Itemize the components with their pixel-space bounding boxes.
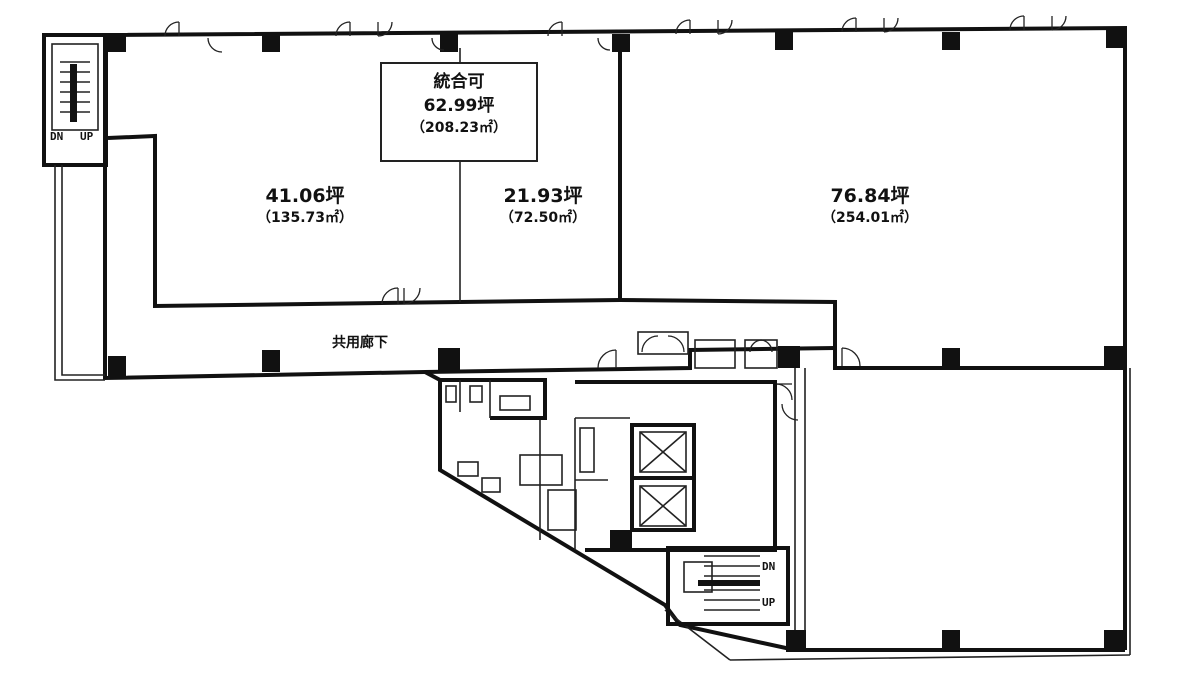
elevators	[630, 423, 696, 532]
unit-2-label: 21.93坪 （72.50㎡）	[468, 184, 618, 228]
unit-1-label: 41.06坪 （135.73㎡）	[225, 184, 385, 228]
corridor-label: 共用廊下	[332, 335, 388, 351]
unit-1-area-m2: （135.73㎡）	[256, 210, 354, 226]
unit-2-area-tsubo: 21.93坪	[503, 185, 583, 207]
exterior-walls	[103, 25, 1131, 661]
exterior-doors	[164, 15, 1067, 53]
stair-left-dn: DN	[50, 130, 64, 143]
combined-area-m2: （208.23㎡）	[410, 120, 508, 136]
unit-3-area-m2: （254.01㎡）	[821, 210, 919, 226]
stair-core-right	[666, 546, 790, 626]
unit-doors	[381, 287, 861, 421]
interior-walls	[107, 36, 1125, 650]
unit-2-area-m2: （72.50㎡）	[499, 210, 587, 226]
columns	[108, 30, 1124, 652]
combined-area-tsubo: 62.99坪	[423, 96, 495, 116]
stair-right-up: UP	[762, 596, 776, 609]
combined-title: 統合可	[433, 72, 485, 92]
stair-right-dn: DN	[762, 560, 776, 573]
combined-area-badge	[380, 62, 538, 162]
unit-1-area-tsubo: 41.06坪	[265, 185, 345, 207]
unit-3-area-tsubo: 76.84坪	[830, 185, 910, 207]
unit-3-label: 76.84坪 （254.01㎡）	[790, 184, 950, 228]
combined-area-label: 統合可 62.99坪 （208.23㎡）	[380, 70, 538, 138]
stair-left-up: UP	[80, 130, 94, 143]
core-restrooms	[440, 378, 777, 552]
stair-tower-left	[42, 33, 108, 381]
